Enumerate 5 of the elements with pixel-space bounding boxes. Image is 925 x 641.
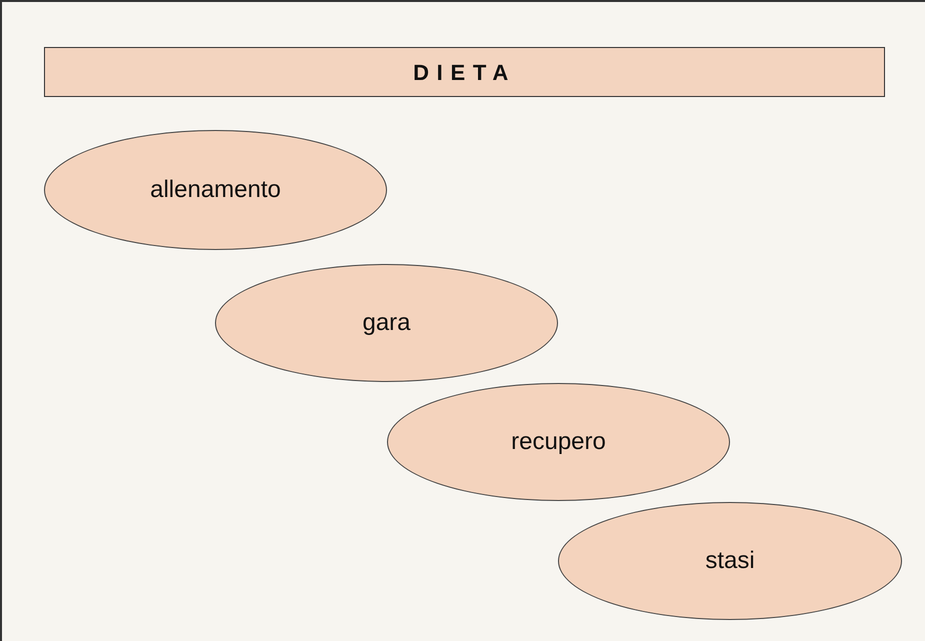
node-label: allenamento <box>150 175 281 205</box>
title-banner: DIETA <box>44 47 885 97</box>
node-label: recupero <box>511 427 606 457</box>
node-label: stasi <box>705 546 755 576</box>
node-label: gara <box>362 308 411 338</box>
